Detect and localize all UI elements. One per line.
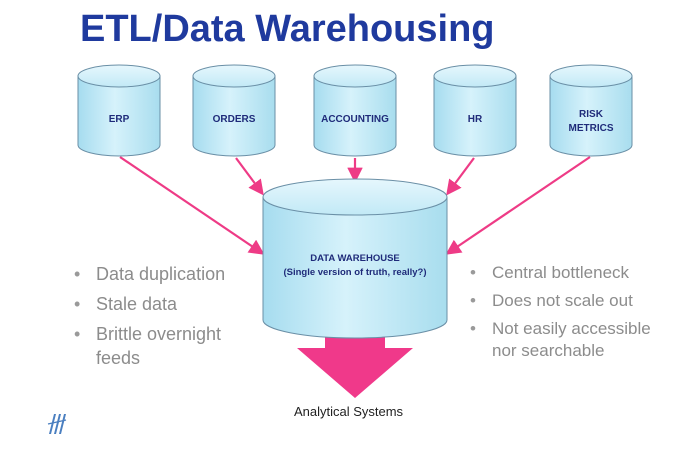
source-label-orders: ORDERS [213,114,256,125]
source-label-erp: ERP [109,114,130,125]
source-cylinder-accounting: ACCOUNTING [313,64,397,157]
warehouse-sublabel: (Single version of truth, really?) [283,267,426,278]
output-caption: Analytical Systems [293,404,404,419]
warehouse-label: DATA WAREHOUSE [310,253,400,264]
source-label-risk: RISK [579,109,604,120]
right-bullet-item: Central bottleneck [466,262,666,284]
source-cylinder-erp: ERP [77,64,161,157]
right-bullet-list: Central bottleneck Does not scale out No… [466,262,666,368]
slide-title: ETL/Data Warehousing [80,8,495,50]
source-cylinder-risk-metrics: RISK METRICS [549,64,633,157]
arrow-risk-metrics [445,156,591,255]
left-bullet-item: Stale data [70,292,270,316]
arrow-erp [119,156,265,255]
source-label-accounting: ACCOUNTING [321,114,389,125]
source-cylinder-hr: HR [433,64,517,157]
left-bullet-item: Brittle overnight feeds [70,322,270,370]
left-bullet-item: Data duplication [70,262,270,286]
connector-arrows [119,156,591,255]
warehouse-cylinder: DATA WAREHOUSE (Single version of truth,… [262,178,448,339]
source-cylinder-orders: ORDERS [192,64,276,157]
right-bullet-item: Does not scale out [466,290,666,312]
output-arrow [297,318,413,398]
arrow-orders [235,157,264,196]
source-label-hr: HR [468,114,483,125]
stylized-logo-icon [47,414,67,434]
left-bullet-list: Data duplication Stale data Brittle over… [70,262,270,376]
source-label-metrics: METRICS [569,123,614,134]
arrow-hr [446,157,475,196]
right-bullet-item: Not easily accessible nor searchable [466,318,666,362]
